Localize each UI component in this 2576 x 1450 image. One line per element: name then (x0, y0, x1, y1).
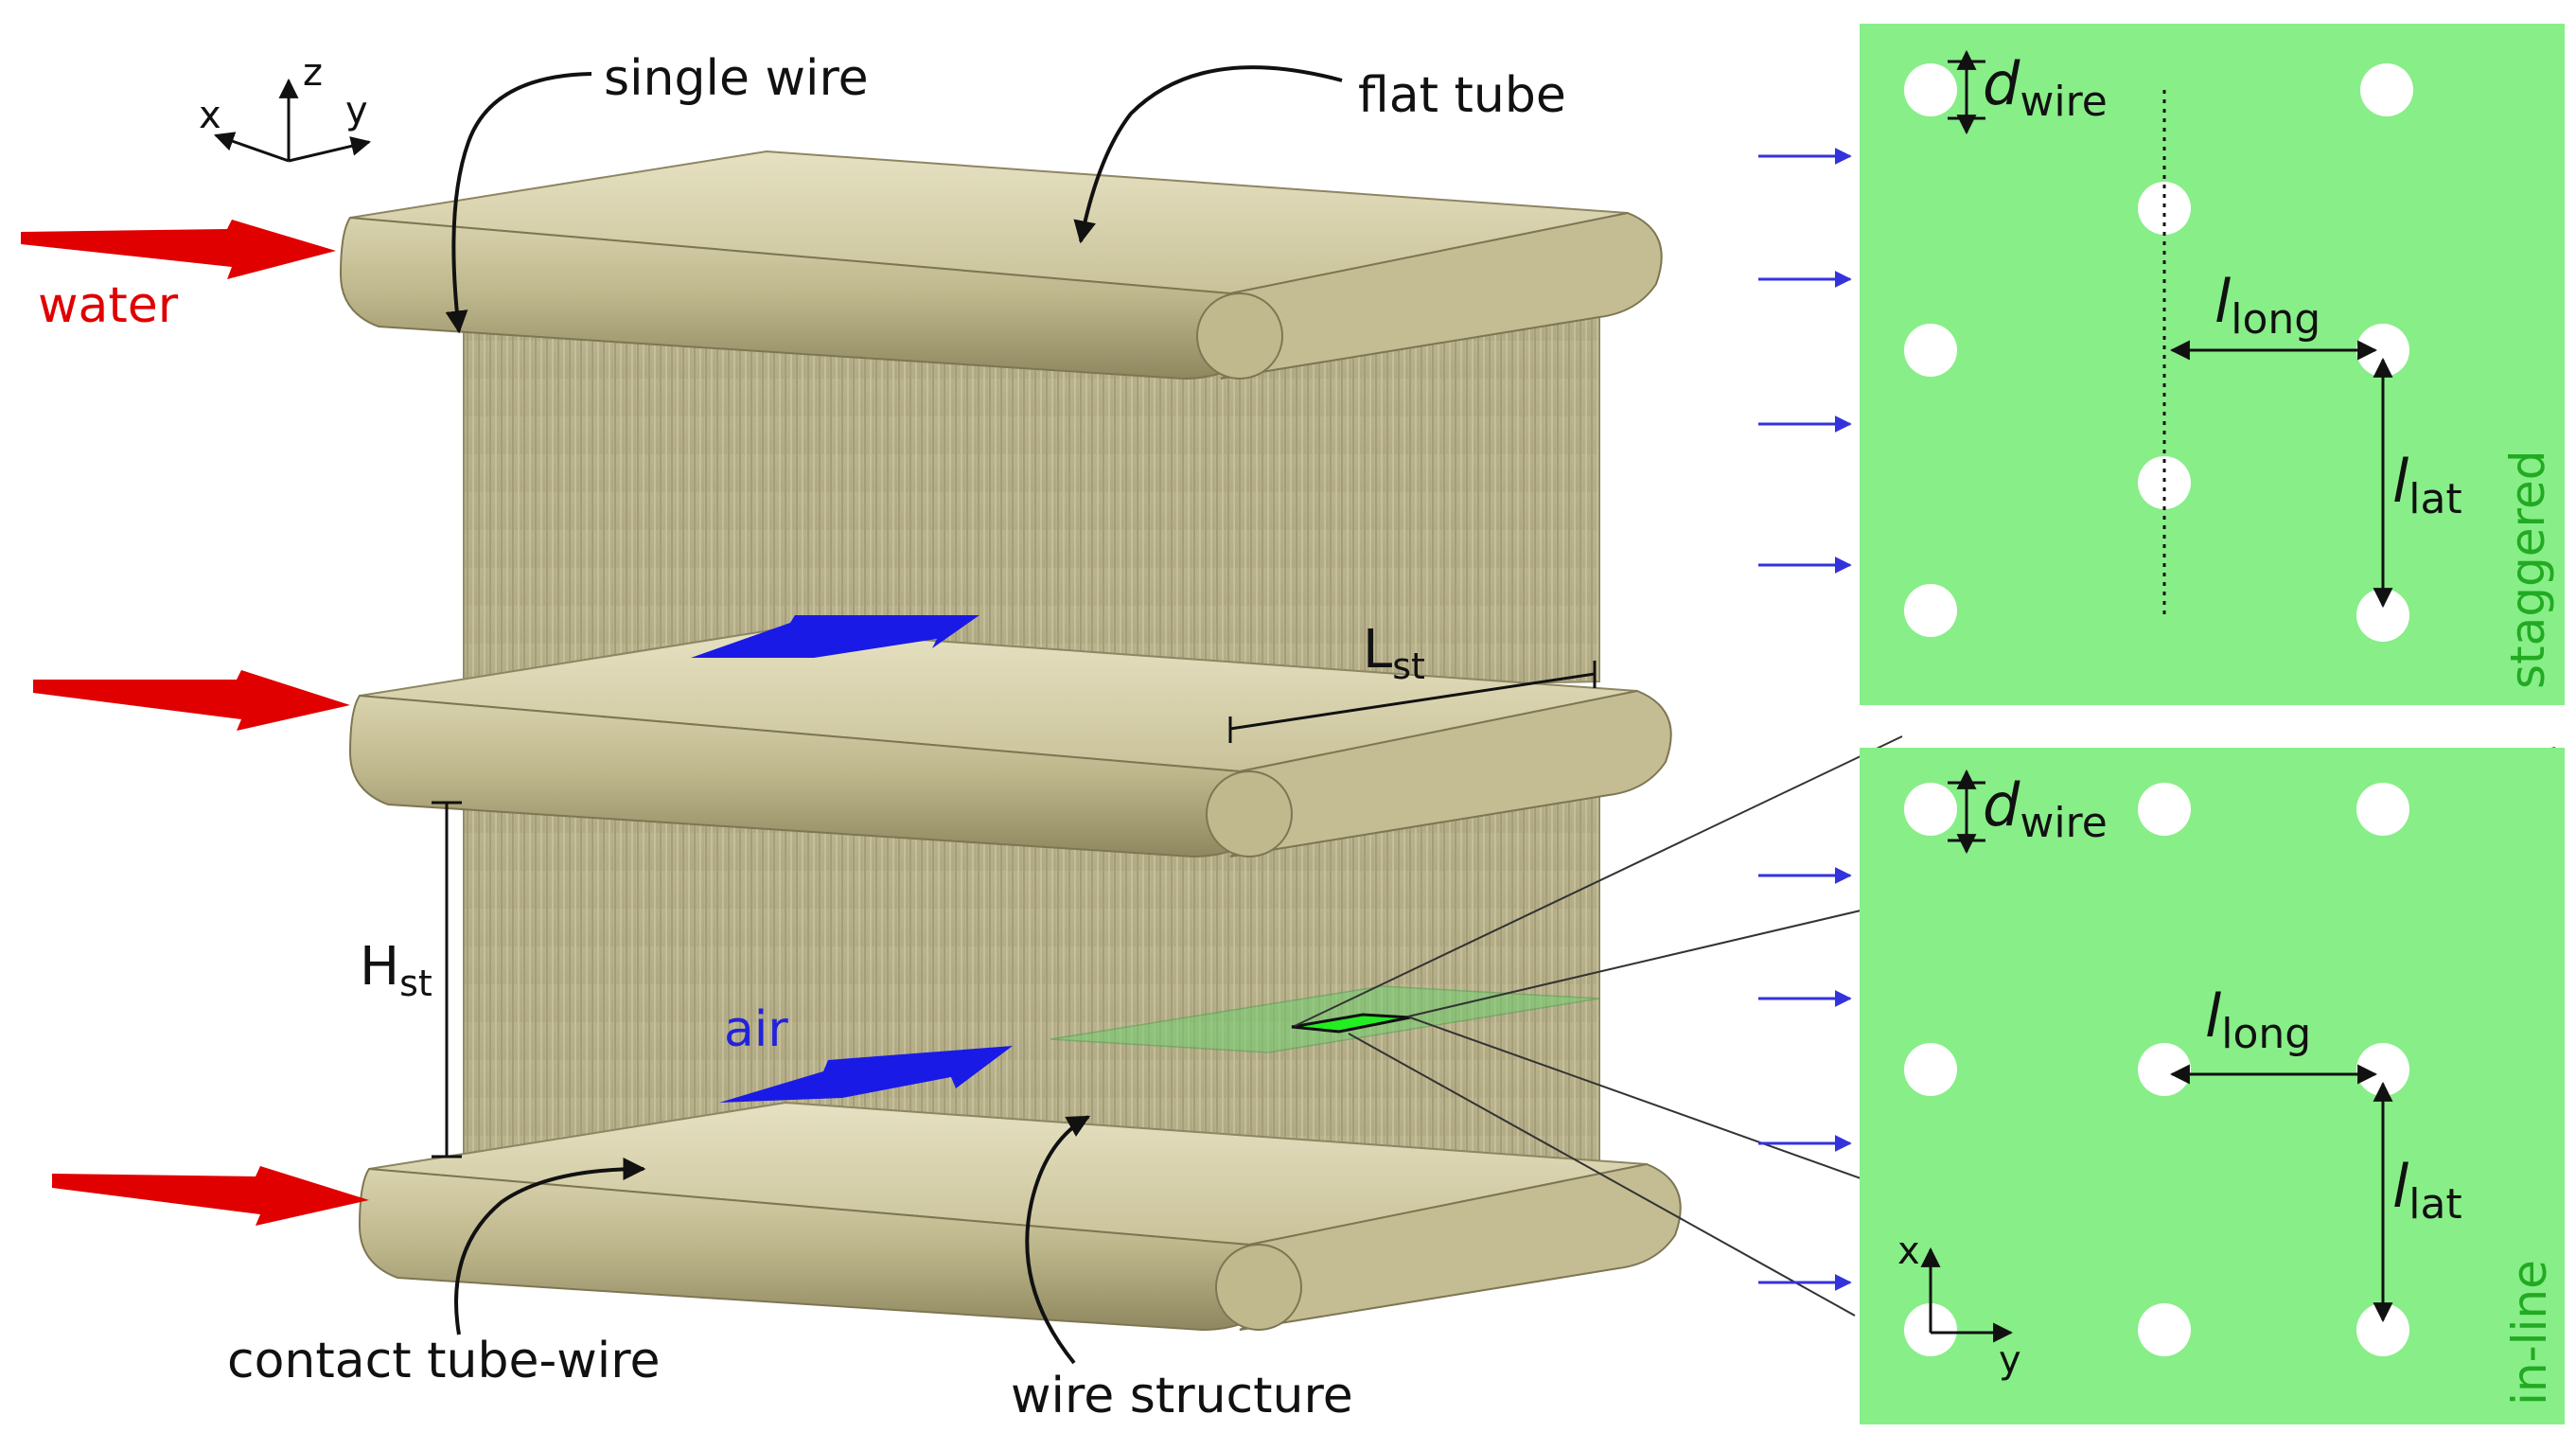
wire-structure-lower (463, 765, 1600, 1185)
staggered-holes (1904, 63, 2413, 642)
h-st-label: Hst (360, 936, 432, 1004)
inline-l-lat-label: llat (2392, 1152, 2462, 1229)
staggered-panel (1758, 24, 2565, 705)
flat-tube-middle (348, 628, 1672, 858)
inline-l-long-label: llong (2205, 981, 2311, 1058)
l-st-label: Lst (1363, 619, 1425, 687)
inline-axis-x-label: x (1897, 1229, 1920, 1273)
h-st-dimension (432, 801, 462, 1158)
wire-structure-label: wire structure (1011, 1368, 1353, 1424)
inline-holes (1904, 783, 2409, 1356)
axes-3d: x z y (199, 51, 372, 163)
inline-panel (1758, 748, 2565, 1424)
inline-axis-y-label: y (1999, 1338, 2021, 1382)
axis-z-label: z (303, 51, 323, 95)
water-arrow-3 (52, 1166, 369, 1226)
air-arrows (691, 615, 1013, 1103)
single-wire-pointer (445, 72, 592, 334)
flat-tube-bottom (358, 1101, 1682, 1332)
staggered-d-wire-label: dwire (1983, 49, 2108, 126)
staggered-l-long-label: llong (2214, 267, 2320, 344)
flat-tube-pointer (1073, 65, 1343, 244)
air-arrow-lower (719, 1046, 1013, 1103)
l-st-dimension (1228, 661, 1597, 743)
air-arrow-upper (691, 615, 979, 658)
flat-tube-label: flat tube (1358, 67, 1566, 124)
contact-tube-wire-label: contact tube-wire (227, 1333, 660, 1389)
water-arrow-2 (33, 670, 350, 731)
axis-y-label: y (345, 89, 368, 133)
water-label: water (38, 277, 179, 334)
staggered-name-label: staggered (2500, 451, 2555, 690)
air-label: air (724, 1001, 788, 1058)
section-plane (1050, 985, 1600, 1053)
single-wire-label: single wire (604, 50, 869, 107)
water-arrow-1 (21, 220, 336, 279)
wire-structure-pointer (1025, 1115, 1091, 1365)
inline-name-label: in-line (2502, 1260, 2557, 1406)
inline-d-wire-label: dwire (1983, 770, 2108, 847)
wire-structure-upper (463, 292, 1600, 707)
axis-x-label: x (199, 94, 221, 137)
staggered-l-lat-label: llat (2392, 447, 2462, 523)
water-arrows (21, 220, 369, 1226)
contact-pointer (454, 1158, 646, 1335)
flat-tube-top (339, 150, 1663, 380)
